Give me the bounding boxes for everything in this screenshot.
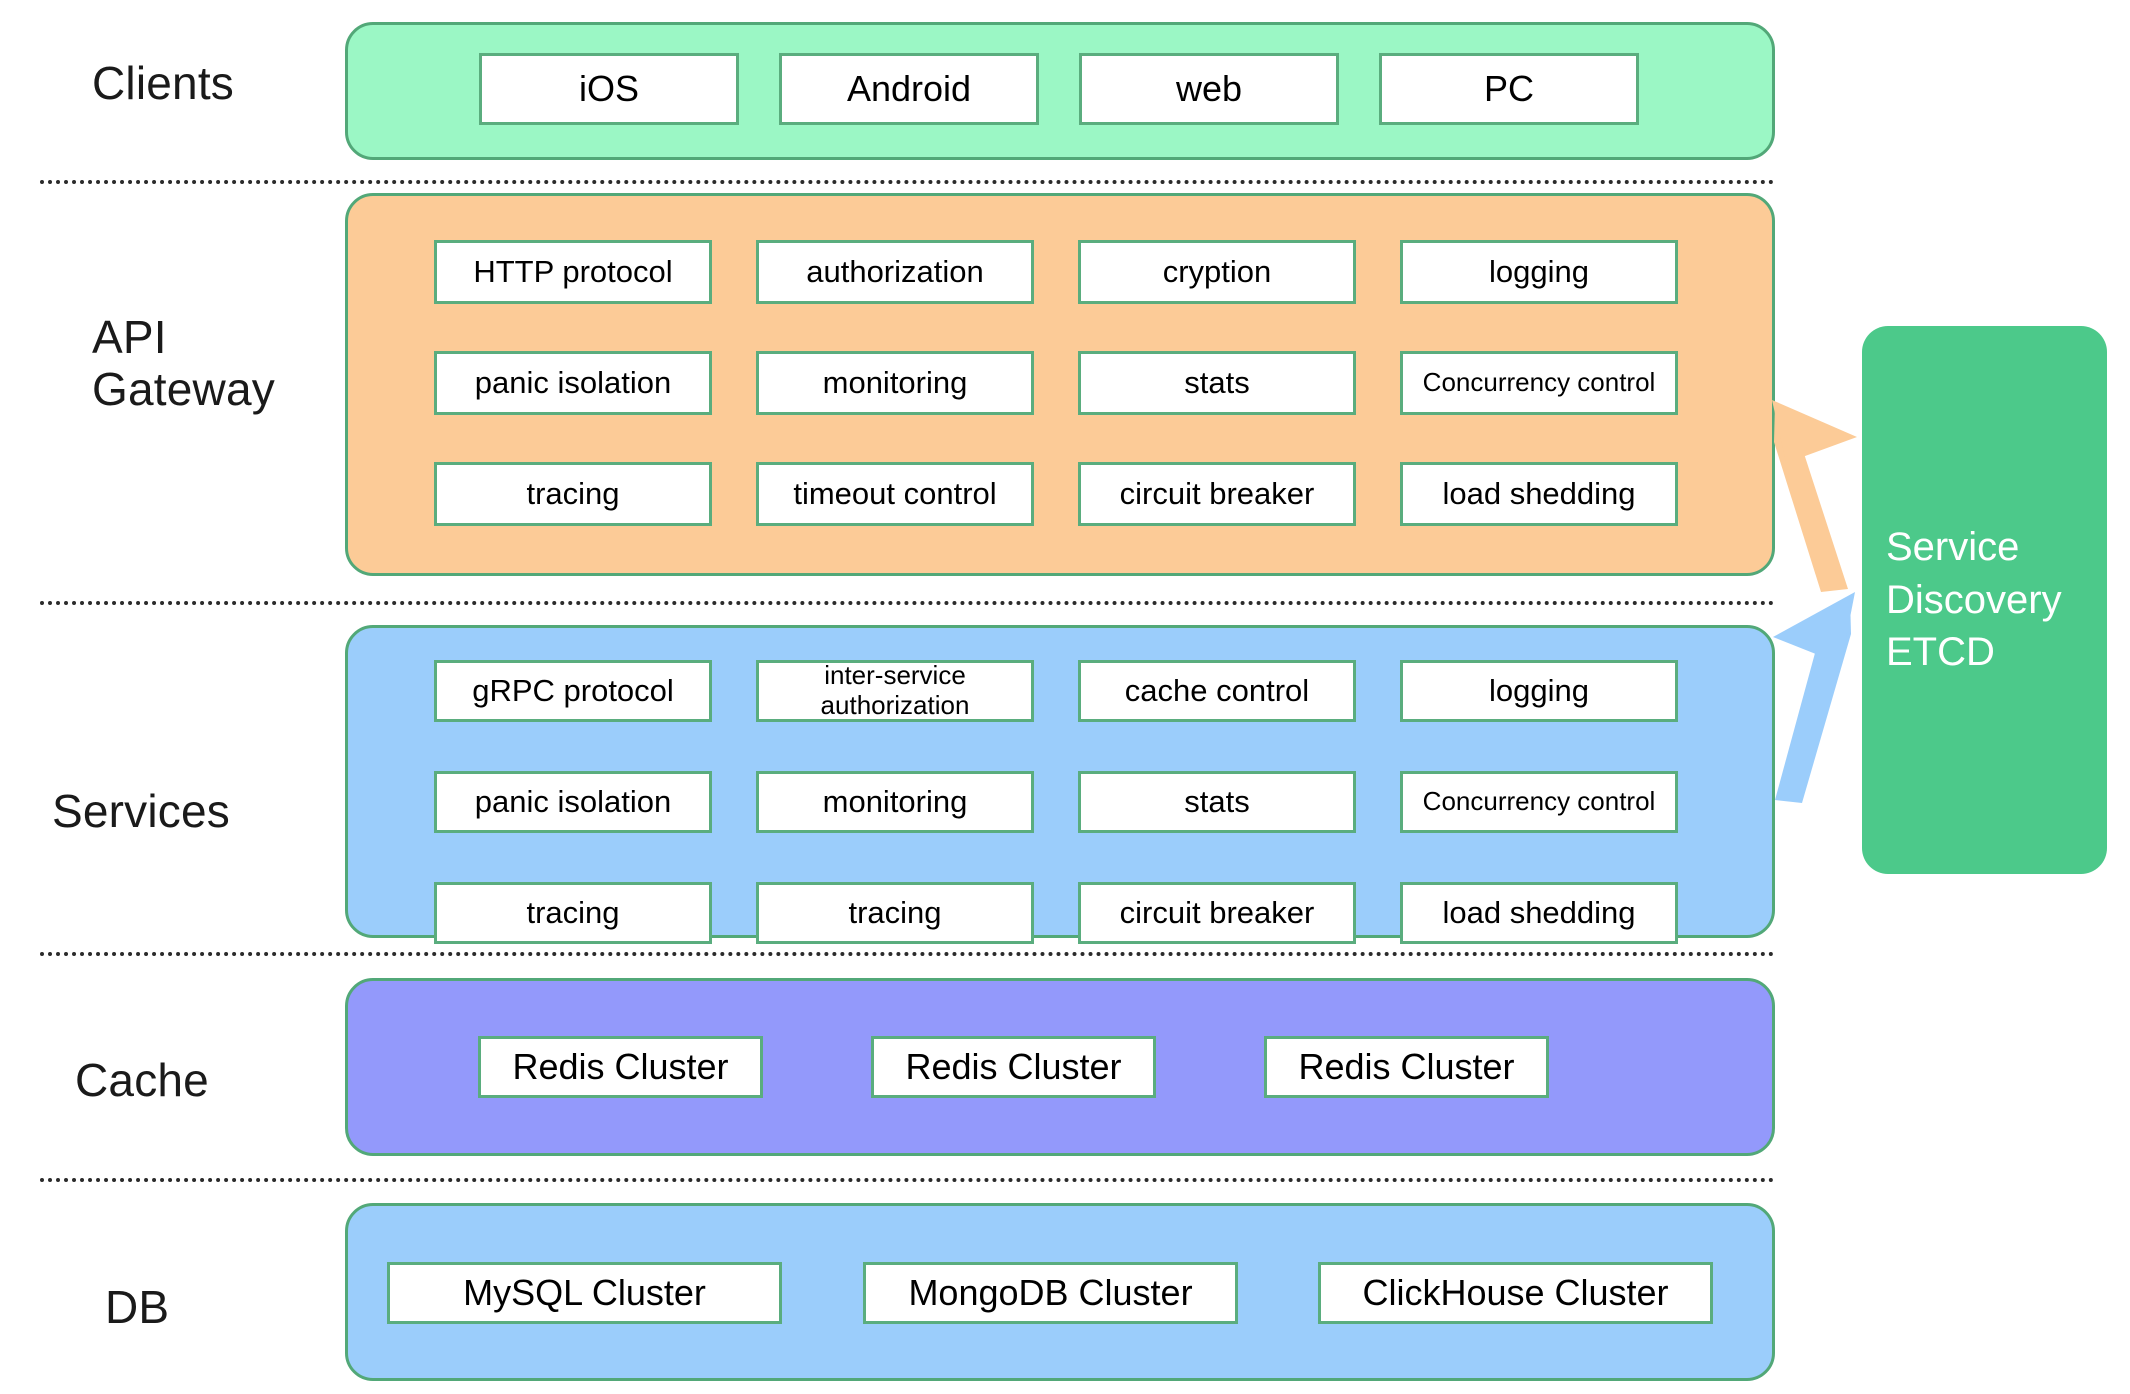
cell-db-mysql-cluster[interactable]: MySQL Cluster bbox=[387, 1262, 782, 1324]
cell-svc-inter-service-authorization[interactable]: inter-service authorization bbox=[756, 660, 1034, 722]
divider-gateway-services bbox=[40, 601, 1775, 605]
cell-gw-load-shedding[interactable]: load shedding bbox=[1400, 462, 1678, 526]
cell-cache-redis-3[interactable]: Redis Cluster bbox=[1264, 1036, 1549, 1098]
tier-label-db: DB bbox=[105, 1281, 170, 1333]
cell-gw-timeout-control[interactable]: timeout control bbox=[756, 462, 1034, 526]
cell-gw-http-protocol[interactable]: HTTP protocol bbox=[434, 240, 712, 304]
cell-svc-panic-isolation[interactable]: panic isolation bbox=[434, 771, 712, 833]
arrow-gateway-to-etcd bbox=[1772, 400, 1857, 592]
cell-cache-redis-1[interactable]: Redis Cluster bbox=[478, 1036, 763, 1098]
cell-client-ios[interactable]: iOS bbox=[479, 53, 739, 125]
tier-label-services: Services bbox=[52, 785, 230, 837]
cell-gw-monitoring[interactable]: monitoring bbox=[756, 351, 1034, 415]
cell-db-mongodb-cluster[interactable]: MongoDB Cluster bbox=[863, 1262, 1238, 1324]
cell-gw-tracing[interactable]: tracing bbox=[434, 462, 712, 526]
divider-services-cache bbox=[40, 952, 1775, 956]
tier-label-api-gateway: API Gateway bbox=[92, 311, 275, 415]
cell-svc-monitoring[interactable]: monitoring bbox=[756, 771, 1034, 833]
cell-gw-concurrency-control[interactable]: Concurrency control bbox=[1400, 351, 1678, 415]
cell-gw-panic-isolation[interactable]: panic isolation bbox=[434, 351, 712, 415]
service-discovery-etcd-box[interactable]: Service Discovery ETCD bbox=[1862, 326, 2107, 874]
divider-clients-gateway bbox=[40, 180, 1775, 184]
divider-cache-db bbox=[40, 1178, 1775, 1182]
cell-svc-concurrency-control[interactable]: Concurrency control bbox=[1400, 771, 1678, 833]
cell-cache-redis-2[interactable]: Redis Cluster bbox=[871, 1036, 1156, 1098]
cell-gw-cryption[interactable]: cryption bbox=[1078, 240, 1356, 304]
cell-client-web[interactable]: web bbox=[1079, 53, 1339, 125]
cell-svc-tracing-2[interactable]: tracing bbox=[756, 882, 1034, 944]
cell-svc-logging[interactable]: logging bbox=[1400, 660, 1678, 722]
arrow-services-to-etcd bbox=[1773, 592, 1855, 803]
cell-db-clickhouse-cluster[interactable]: ClickHouse Cluster bbox=[1318, 1262, 1713, 1324]
cell-client-pc[interactable]: PC bbox=[1379, 53, 1639, 125]
cell-svc-grpc-protocol[interactable]: gRPC protocol bbox=[434, 660, 712, 722]
cell-gw-logging[interactable]: logging bbox=[1400, 240, 1678, 304]
cell-svc-load-shedding[interactable]: load shedding bbox=[1400, 882, 1678, 944]
cell-gw-circuit-breaker[interactable]: circuit breaker bbox=[1078, 462, 1356, 526]
cell-svc-stats[interactable]: stats bbox=[1078, 771, 1356, 833]
cell-svc-tracing-1[interactable]: tracing bbox=[434, 882, 712, 944]
cell-client-android[interactable]: Android bbox=[779, 53, 1039, 125]
tier-label-cache: Cache bbox=[75, 1054, 209, 1106]
cell-gw-authorization[interactable]: authorization bbox=[756, 240, 1034, 304]
cell-svc-circuit-breaker[interactable]: circuit breaker bbox=[1078, 882, 1356, 944]
cell-svc-cache-control[interactable]: cache control bbox=[1078, 660, 1356, 722]
tier-label-clients: Clients bbox=[92, 57, 235, 109]
cell-gw-stats[interactable]: stats bbox=[1078, 351, 1356, 415]
